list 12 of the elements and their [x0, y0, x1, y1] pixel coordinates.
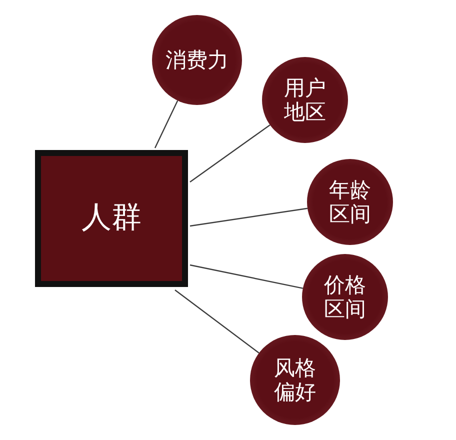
connector-line	[190, 264, 303, 289]
group-box	[35, 150, 188, 287]
connector-line	[174, 290, 260, 354]
node-label: 风格偏好	[273, 356, 317, 404]
connector-line	[154, 100, 178, 148]
node-label: 年龄区间	[328, 178, 372, 226]
connector-line	[190, 208, 308, 227]
node-label: 用户地区	[283, 76, 327, 124]
node-label: 人群	[80, 201, 142, 236]
connector-line	[190, 124, 270, 182]
node-label: 消费力	[164, 48, 230, 72]
node-label: 价格区间	[323, 272, 367, 322]
